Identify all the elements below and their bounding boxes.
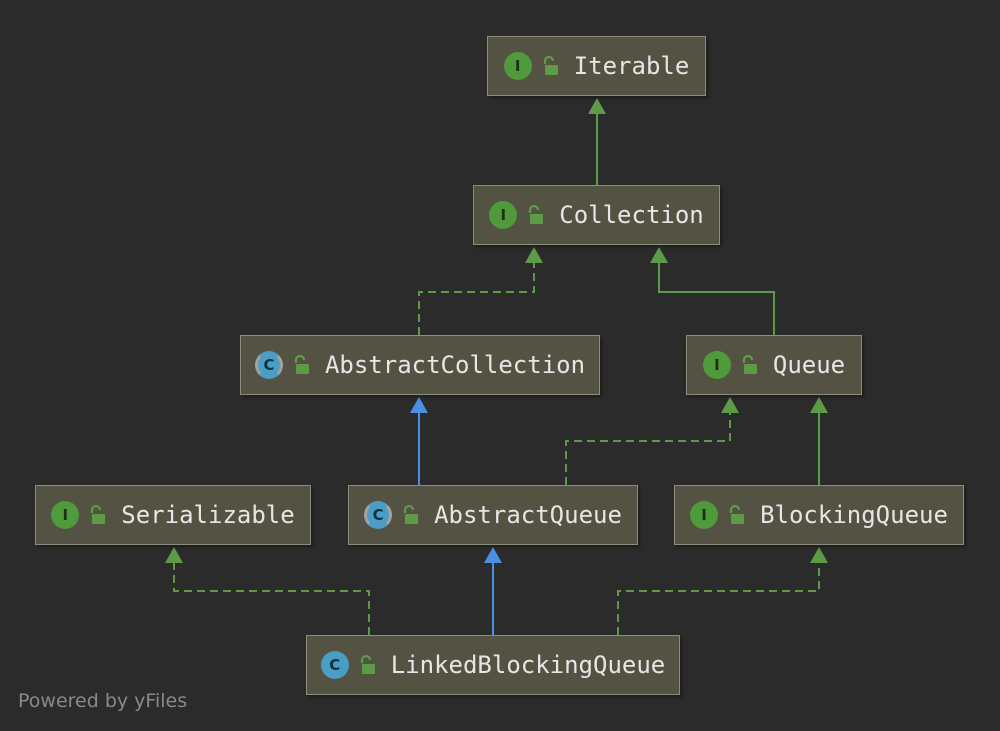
interface-badge-icon: I [690,501,719,529]
unlocked-padlock-icon [357,654,379,676]
node-linked-blocking-queue[interactable]: C LinkedBlockingQueue [306,635,680,695]
node-label: Serializable [121,501,295,529]
arrowhead-extends [588,98,606,114]
unlocked-padlock-icon [525,204,547,226]
node-label: AbstractCollection [324,351,586,379]
arrowhead-implements [165,547,183,563]
edge-abstract_queue-to-queue [565,411,731,485]
unlocked-padlock-icon [739,354,761,376]
node-abstract-queue[interactable]: C AbstractQueue [348,485,638,545]
arrowhead-implements [810,547,828,563]
node-collection[interactable]: I Collection [473,185,720,245]
unlocked-padlock-icon [400,504,422,526]
node-label: AbstractQueue [434,501,622,529]
interface-badge-icon: I [51,501,80,529]
abstract-class-badge-icon: C [254,351,283,379]
arrowhead-extends [810,397,828,413]
edge-queue-to-collection [658,261,775,335]
node-label: Iterable [573,52,690,80]
class-badge-icon: C [320,651,349,679]
node-abstract-collection[interactable]: C AbstractCollection [240,335,600,395]
powered-by-footer: Powered by yFiles [18,690,188,712]
unlocked-padlock-icon [540,55,562,77]
node-iterable[interactable]: I Iterable [487,36,706,96]
node-label: Collection [559,201,704,229]
edge-linked_blocking_queue-to-blocking_queue [617,561,820,635]
interface-badge-icon: I [503,52,532,80]
abstract-class-badge-icon: C [364,501,393,529]
interface-badge-icon: I [489,201,518,229]
arrowhead-extends [484,547,502,563]
node-serializable[interactable]: I Serializable [35,485,311,545]
edge-abstract_collection-to-collection [418,261,535,335]
unlocked-padlock-icon [87,504,109,526]
arrowhead-implements [721,397,739,413]
arrowhead-implements [525,247,543,263]
edge-linked_blocking_queue-to-serializable [173,561,370,635]
node-blocking-queue[interactable]: I BlockingQueue [674,485,964,545]
unlocked-padlock-icon [291,354,313,376]
node-label: LinkedBlockingQueue [390,651,666,679]
node-queue[interactable]: I Queue [686,335,862,395]
node-label: BlockingQueue [760,501,948,529]
arrowhead-extends [410,397,428,413]
unlocked-padlock-icon [726,504,748,526]
interface-badge-icon: I [702,351,731,379]
node-label: Queue [772,351,846,379]
arrowhead-extends [650,247,668,263]
